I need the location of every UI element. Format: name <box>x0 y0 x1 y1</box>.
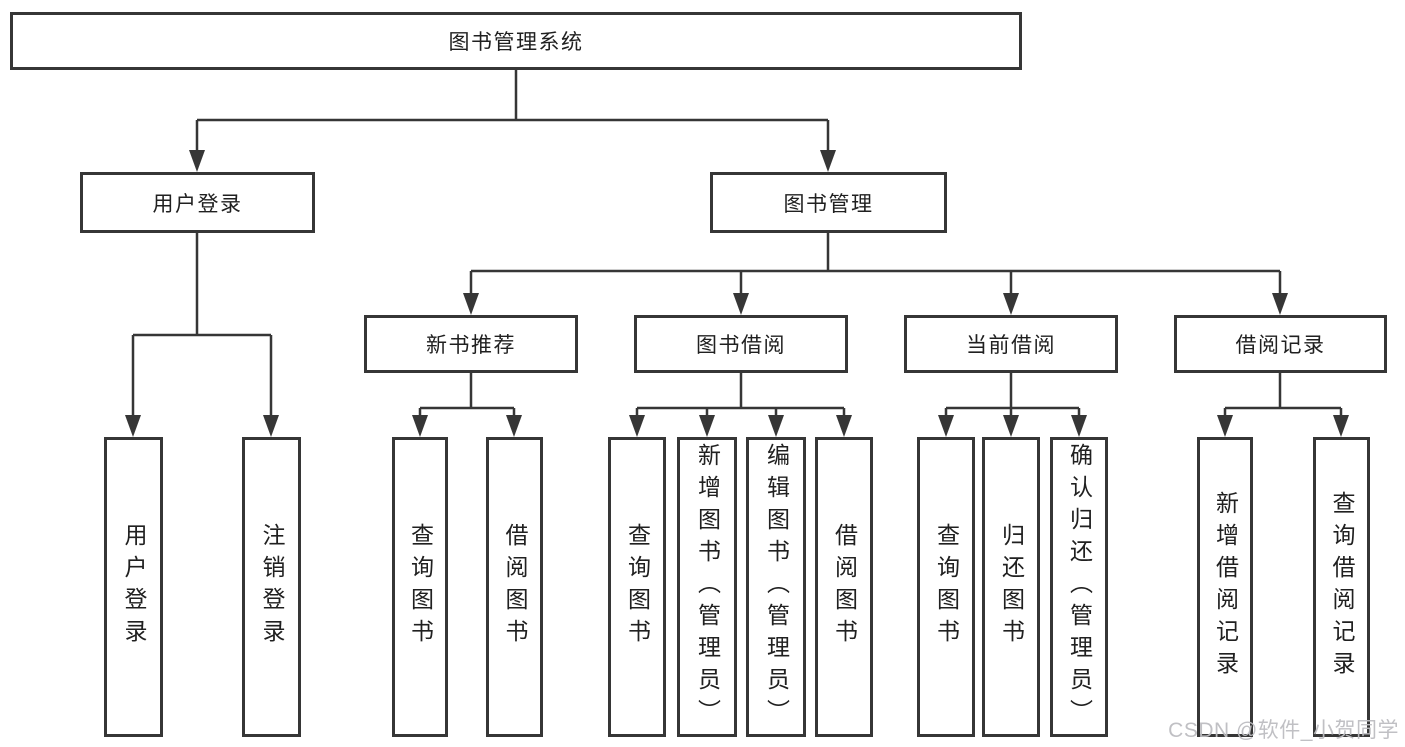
leaf-confirm-return-admin-label: 确认归还（管理员） <box>1066 443 1093 731</box>
csdn-watermark: CSDN @软件_小贺同学 <box>1168 719 1399 742</box>
root-connector <box>195 70 830 152</box>
branch-user-login: 用户登录 <box>80 172 315 233</box>
leaf-query-books-1-label: 查询图书 <box>407 523 434 651</box>
group-new-book-recommend-label: 新书推荐 <box>426 334 516 357</box>
leaf-borrow-books-1-label: 借阅图书 <box>502 523 528 651</box>
leaf-query-books-2: 查询图书 <box>608 437 666 737</box>
branch-book-management: 图书管理 <box>710 172 947 233</box>
branch-book-management-label: 图书管理 <box>783 192 874 216</box>
leaf-edit-book-admin-label: 编辑图书（管理员） <box>763 443 790 731</box>
leaf-borrow-books-2: 借阅图书 <box>815 437 873 737</box>
leaf-user-login-label: 用户登录 <box>121 523 147 651</box>
root-node-label: 图书管理系统 <box>448 31 584 54</box>
leaf-add-book-admin-label: 新增图书（管理员） <box>694 443 721 731</box>
leaf-logout-label: 注销登录 <box>259 523 285 651</box>
leaf-query-books-3: 查询图书 <box>917 437 975 737</box>
leaf-query-books-2-label: 查询图书 <box>624 523 651 651</box>
leaf-borrow-books-2-label: 借阅图书 <box>831 523 858 651</box>
leaf-add-borrow-record: 新增借阅记录 <box>1197 437 1253 737</box>
leaf-add-borrow-record-label: 新增借阅记录 <box>1212 491 1239 683</box>
leaf-query-books-1: 查询图书 <box>392 437 448 737</box>
book-mgmt-connector <box>469 233 1282 297</box>
arrowheads <box>125 150 1349 437</box>
root-node: 图书管理系统 <box>10 12 1022 70</box>
group-book-borrowing-label: 图书借阅 <box>696 334 786 357</box>
group-current-borrowing: 当前借阅 <box>904 315 1118 373</box>
leaf-logout: 注销登录 <box>242 437 301 737</box>
leaf-query-borrow-record: 查询借阅记录 <box>1313 437 1370 737</box>
group-book-borrowing: 图书借阅 <box>634 315 848 373</box>
leaf-return-books-label: 归还图书 <box>998 523 1025 651</box>
group-current-borrowing-label: 当前借阅 <box>966 334 1056 357</box>
current-borrow-connector <box>944 373 1081 420</box>
leaf-edit-book-admin: 编辑图书（管理员） <box>746 437 806 737</box>
leaf-add-book-admin: 新增图书（管理员） <box>677 437 737 737</box>
group-borrowing-records: 借阅记录 <box>1174 315 1387 373</box>
leaf-query-books-3-label: 查询图书 <box>933 523 960 651</box>
book-borrow-connector <box>635 373 846 420</box>
leaf-borrow-books-1: 借阅图书 <box>486 437 543 737</box>
new-book-connector <box>418 373 516 420</box>
leaf-query-borrow-record-label: 查询借阅记录 <box>1329 491 1355 683</box>
leaf-return-books: 归还图书 <box>982 437 1040 737</box>
branch-user-login-label: 用户登录 <box>152 192 243 216</box>
group-borrowing-records-label: 借阅记录 <box>1235 334 1326 357</box>
user-login-connector <box>131 233 273 420</box>
borrow-record-connector <box>1223 373 1343 420</box>
leaf-confirm-return-admin: 确认归还（管理员） <box>1050 437 1108 737</box>
leaf-user-login: 用户登录 <box>104 437 163 737</box>
group-new-book-recommend: 新书推荐 <box>364 315 578 373</box>
